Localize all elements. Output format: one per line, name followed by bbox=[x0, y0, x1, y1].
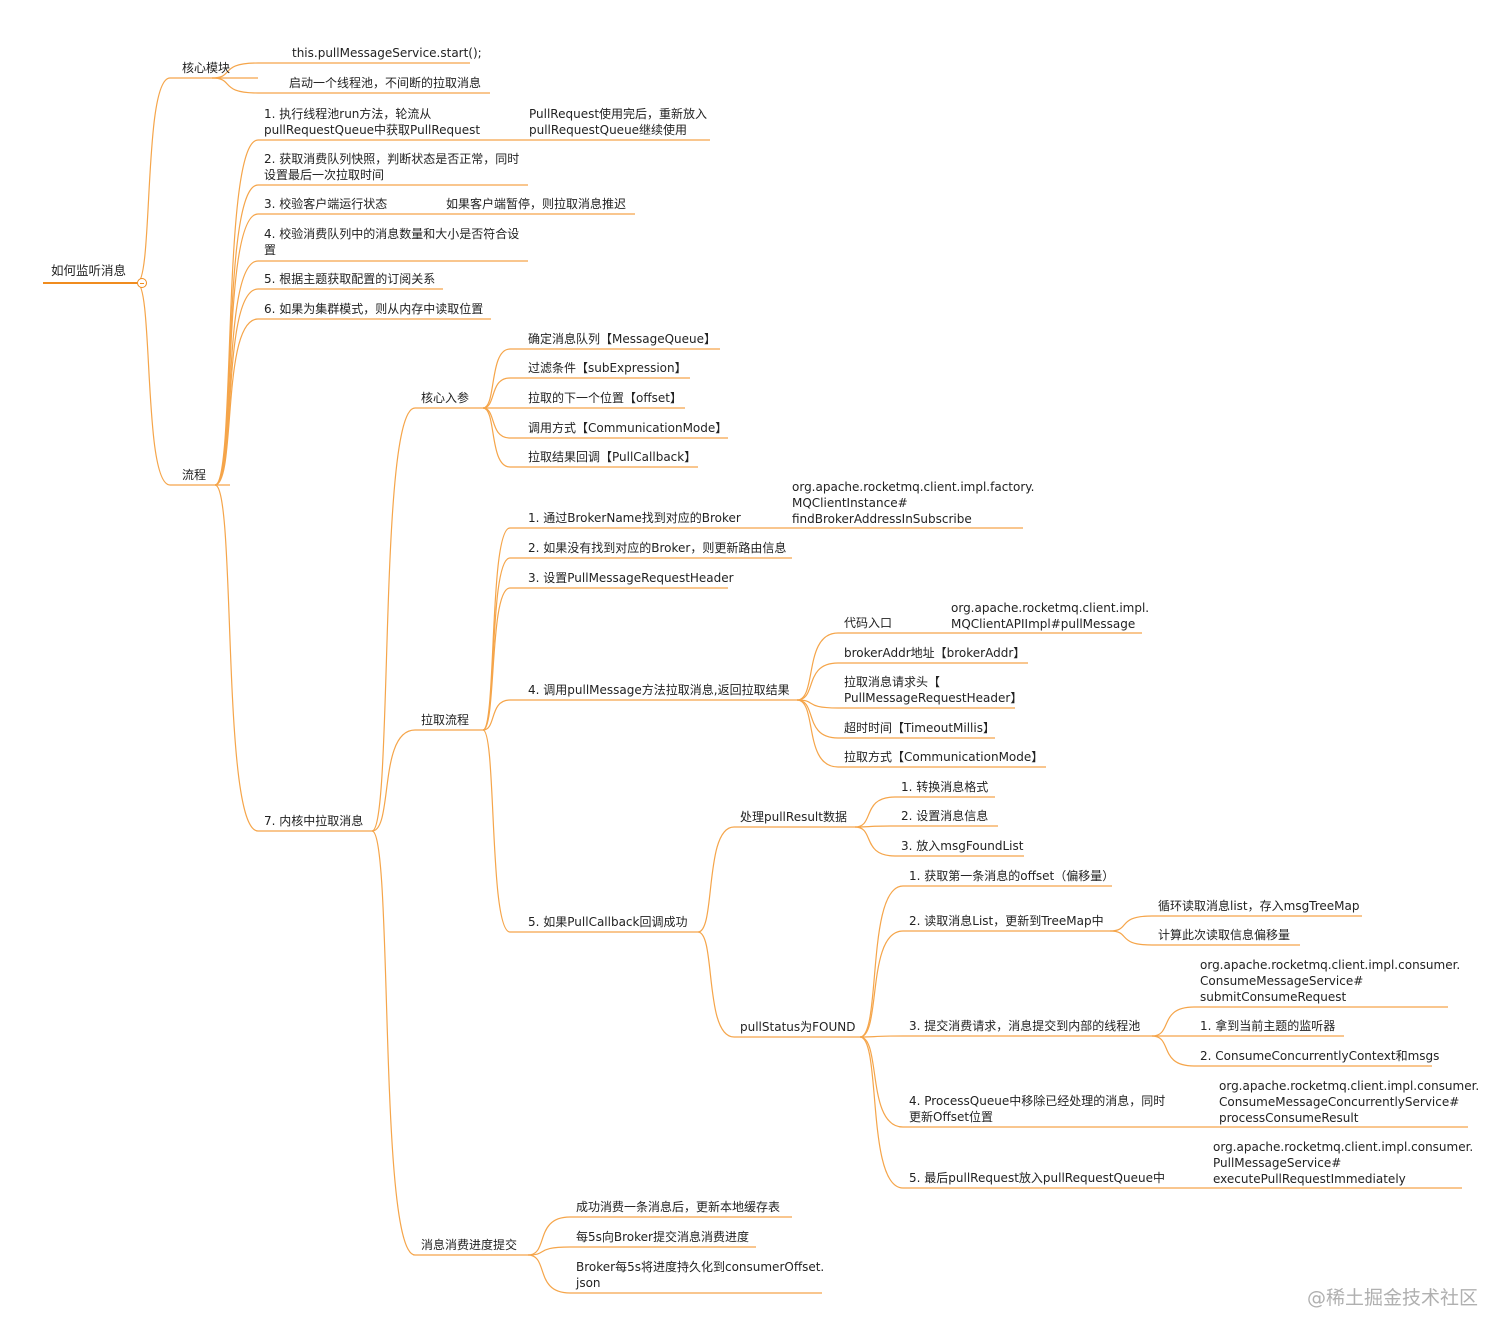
connector-line bbox=[1151, 1035, 1195, 1067]
connector-line bbox=[136, 282, 171, 486]
node-step7[interactable]: 7. 内核中拉取消息 bbox=[264, 814, 364, 828]
node-step3[interactable]: 3. 校验客户端运行状态 bbox=[264, 197, 388, 211]
node-param-4[interactable]: 调用方式【CommunicationMode】 bbox=[528, 421, 728, 435]
root-node[interactable]: 如何监听消息 bbox=[51, 263, 127, 278]
node-pf2[interactable]: 2. 如果没有找到对应的Broker，则更新路由信息 bbox=[528, 541, 787, 555]
connector-line bbox=[1109, 930, 1153, 946]
node-f5[interactable]: 5. 最后pullRequest放入pullRequestQueue中 bbox=[909, 1171, 1165, 1185]
connector-line bbox=[796, 699, 839, 739]
connector-line bbox=[1109, 915, 1153, 932]
node-flow[interactable]: 流程 bbox=[182, 468, 207, 482]
node-core-params[interactable]: 核心入参 bbox=[421, 391, 470, 405]
node-pf4-a[interactable]: 代码入口 bbox=[844, 616, 893, 630]
connector-line bbox=[527, 1246, 571, 1256]
node-f3-b[interactable]: 1. 拿到当前主题的监听器 bbox=[1200, 1019, 1336, 1033]
connector-line bbox=[859, 885, 904, 1038]
watermark-text: @稀土掘金技术社区 bbox=[1306, 1287, 1478, 1309]
node-step4[interactable]: 4. 校验消费队列中的消息数量和大小是否符合设 置 bbox=[264, 227, 520, 257]
connector-line bbox=[482, 407, 511, 468]
collapse-toggle-icon[interactable] bbox=[137, 278, 147, 288]
connector-line bbox=[697, 931, 735, 1038]
node-step6[interactable]: 6. 如果为集群模式，则从内存中读取位置 bbox=[264, 302, 484, 316]
connector-line bbox=[796, 699, 839, 709]
connector-line bbox=[796, 632, 839, 701]
node-pf4[interactable]: 4. 调用pullMessage方法拉取消息,返回拉取结果 bbox=[528, 683, 790, 697]
node-f2-a[interactable]: 循环读取消息list，存入msgTreeMap bbox=[1158, 899, 1360, 913]
connector-line bbox=[859, 930, 904, 1038]
node-f2-b[interactable]: 计算此次读取信息偏移量 bbox=[1158, 928, 1291, 942]
node-f4-note[interactable]: org.apache.rocketmq.client.impl.consumer… bbox=[1219, 1079, 1480, 1125]
node-step3-note[interactable]: 如果客户端暂停，则拉取消息推迟 bbox=[446, 197, 627, 211]
connector-line bbox=[859, 1036, 904, 1128]
node-f3-c[interactable]: 2. ConsumeConcurrentlyContext和msgs bbox=[1200, 1049, 1440, 1063]
node-pf4-e[interactable]: 拉取方式【CommunicationMode】 bbox=[844, 750, 1044, 764]
node-pf5[interactable]: 5. 如果PullCallback回调成功 bbox=[528, 915, 688, 929]
connector-line bbox=[214, 213, 259, 486]
connector-line bbox=[214, 260, 259, 486]
node-f2[interactable]: 2. 读取消息List，更新到TreeMap中 bbox=[909, 914, 1104, 928]
node-core-module[interactable]: 核心模块 bbox=[182, 61, 231, 75]
node-step1[interactable]: 1. 执行线程池run方法，轮流从 pullRequestQueue中获取Pul… bbox=[264, 107, 481, 137]
node-pf4-b[interactable]: brokerAddr地址【brokerAddr】 bbox=[844, 646, 1026, 660]
connector-line bbox=[371, 830, 416, 1256]
connector-line bbox=[854, 825, 896, 828]
connector-line bbox=[371, 407, 416, 832]
node-pg2[interactable]: 每5s向Broker提交消息消费进度 bbox=[576, 1230, 749, 1244]
connector-line bbox=[482, 587, 511, 731]
node-f4[interactable]: 4. ProcessQueue中移除已经处理的消息，同时 更新Offset位置 bbox=[909, 1094, 1166, 1124]
node-pf4-a-note[interactable]: org.apache.rocketmq.client.impl. MQClien… bbox=[951, 601, 1150, 631]
connector-line bbox=[1151, 1006, 1195, 1037]
node-param-1[interactable]: 确定消息队列【MessageQueue】 bbox=[528, 332, 717, 346]
node-found[interactable]: pullStatus为FOUND bbox=[740, 1020, 856, 1034]
connector-line bbox=[214, 318, 259, 486]
node-pg1[interactable]: 成功消费一条消息后，更新本地缓存表 bbox=[576, 1200, 781, 1214]
node-handle-result[interactable]: 处理pullResult数据 bbox=[740, 810, 847, 824]
node-f1[interactable]: 1. 获取第一条消息的offset（偏移量） bbox=[909, 869, 1115, 883]
connector-line bbox=[482, 348, 511, 409]
connector-line bbox=[482, 407, 511, 439]
node-f5-note[interactable]: org.apache.rocketmq.client.impl.consumer… bbox=[1213, 1140, 1474, 1186]
connector-line bbox=[796, 662, 839, 701]
node-hr3[interactable]: 3. 放入msgFoundList bbox=[901, 839, 1024, 853]
connector-line bbox=[214, 288, 259, 486]
connector-line bbox=[854, 796, 896, 828]
node-pf3[interactable]: 3. 设置PullMessageRequestHeader bbox=[528, 571, 734, 585]
connector-line bbox=[211, 77, 259, 94]
node-hr1[interactable]: 1. 转换消息格式 bbox=[901, 780, 989, 794]
node-pg3[interactable]: Broker每5s将进度持久化到consumerOffset. json bbox=[576, 1260, 825, 1290]
node-f3[interactable]: 3. 提交消费请求，消息提交到内部的线程池 bbox=[909, 1019, 1141, 1033]
node-step1-note[interactable]: PullRequest使用完后，重新放入 pullRequestQueue继续使… bbox=[529, 107, 708, 137]
connector-line bbox=[854, 826, 896, 857]
node-pf1-note[interactable]: org.apache.rocketmq.client.impl.factory.… bbox=[792, 480, 1035, 526]
node-progress[interactable]: 消息消费进度提交 bbox=[421, 1238, 518, 1252]
node-step2[interactable]: 2. 获取消费队列快照，判断状态是否正常，同时 设置最后一次拉取时间 bbox=[264, 152, 520, 182]
node-param-3[interactable]: 拉取的下一个位置【offset】 bbox=[528, 391, 682, 405]
node-hr2[interactable]: 2. 设置消息信息 bbox=[901, 809, 989, 823]
node-pf4-d[interactable]: 超时时间【TimeoutMillis】 bbox=[844, 721, 995, 735]
connector-line bbox=[697, 826, 735, 933]
connector-line bbox=[859, 1035, 904, 1038]
node-pull-flow[interactable]: 拉取流程 bbox=[421, 713, 470, 727]
connector-line bbox=[136, 77, 171, 284]
node-param-2[interactable]: 过滤条件【subExpression】 bbox=[528, 361, 687, 375]
connector-line bbox=[859, 1036, 904, 1189]
connector-line bbox=[527, 1254, 571, 1294]
node-core-2[interactable]: 启动一个线程池，不间断的拉取消息 bbox=[289, 76, 482, 90]
node-f3-a[interactable]: org.apache.rocketmq.client.impl.consumer… bbox=[1200, 958, 1461, 1004]
node-step5[interactable]: 5. 根据主题获取配置的订阅关系 bbox=[264, 272, 436, 286]
connector-line bbox=[482, 729, 511, 933]
node-param-5[interactable]: 拉取结果回调【PullCallback】 bbox=[528, 450, 697, 464]
connector-line bbox=[371, 729, 416, 832]
connector-line bbox=[211, 62, 259, 79]
connector-line bbox=[482, 377, 511, 409]
connector-line bbox=[482, 699, 511, 731]
node-pf4-c[interactable]: 拉取消息请求头【 PullMessageRequestHeader】 bbox=[844, 675, 1023, 705]
connector-line bbox=[214, 484, 259, 832]
connector-line bbox=[796, 699, 839, 768]
node-pf1[interactable]: 1. 通过BrokerName找到对应的Broker bbox=[528, 511, 741, 525]
node-core-1[interactable]: this.pullMessageService.start(); bbox=[292, 46, 482, 60]
connector-line bbox=[527, 1216, 571, 1256]
